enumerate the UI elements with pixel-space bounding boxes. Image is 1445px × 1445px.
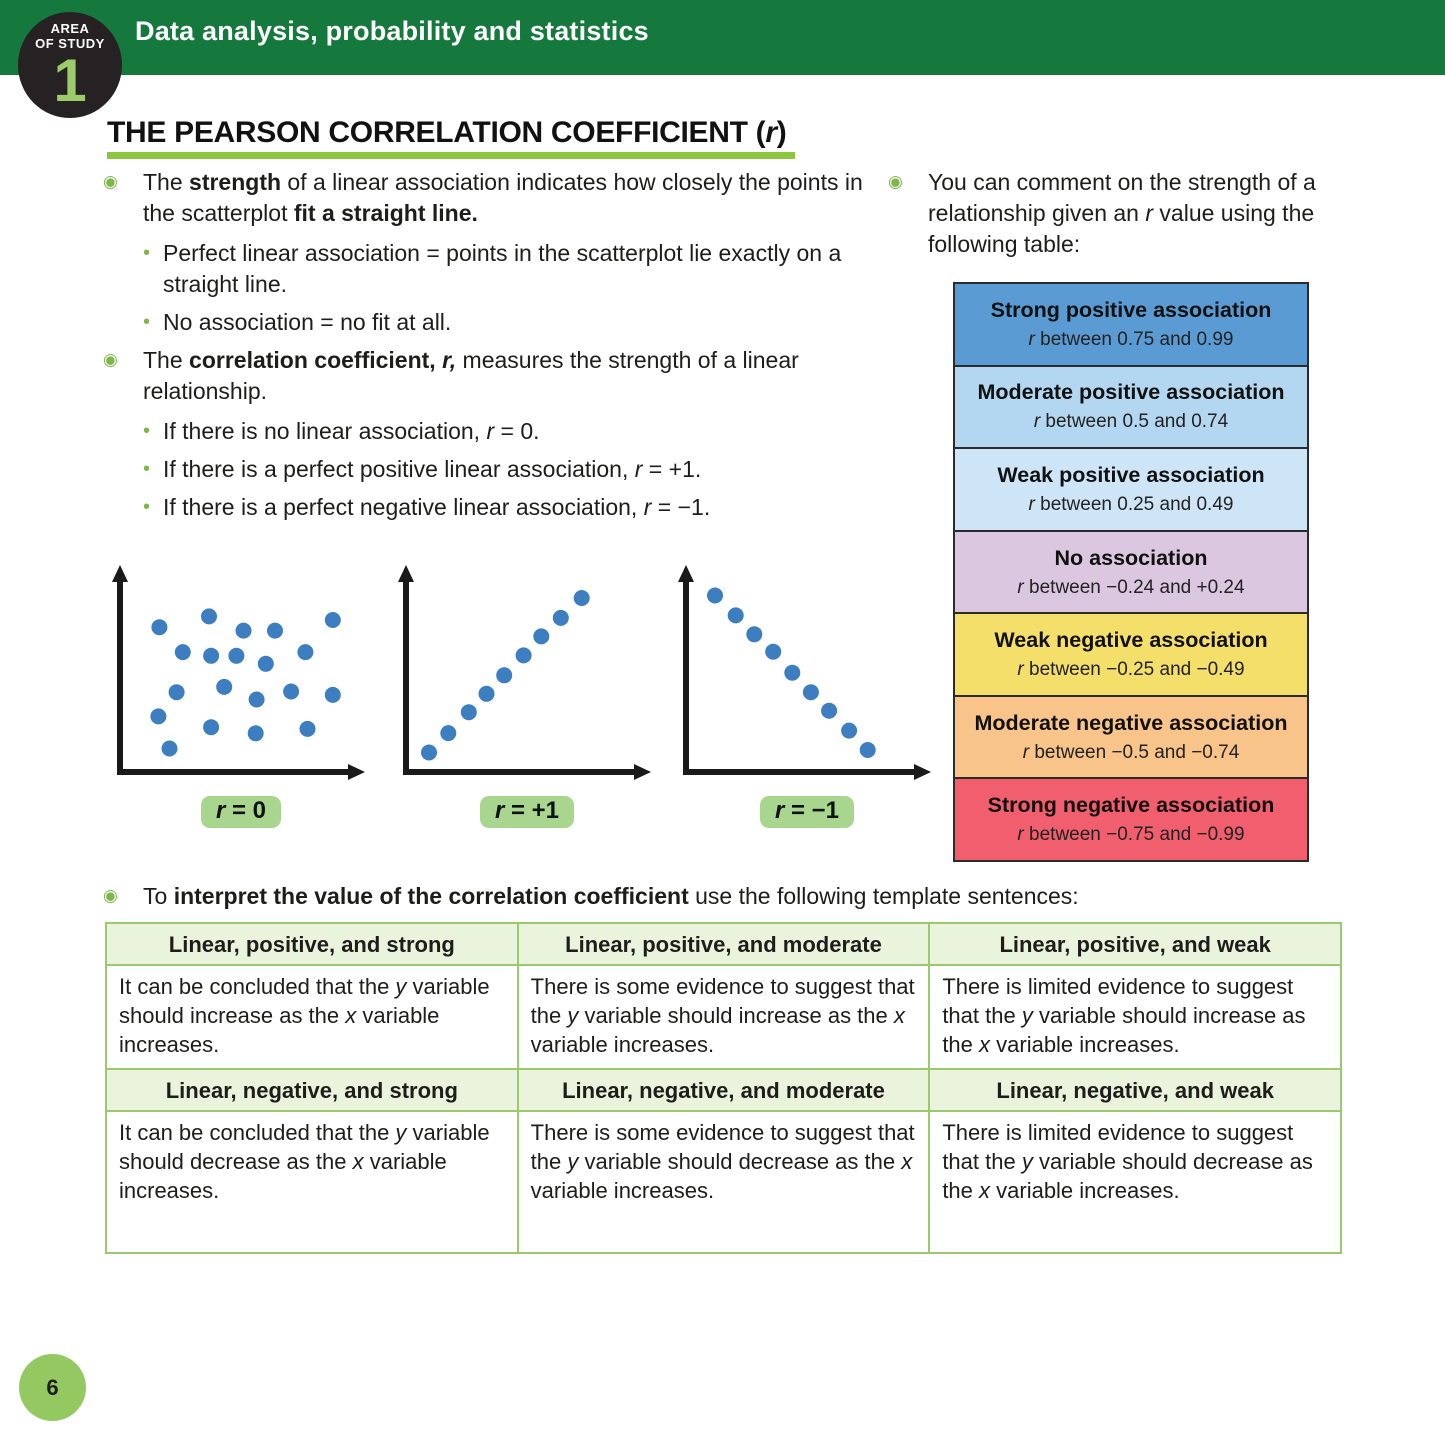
y-axis-arrow-icon bbox=[398, 565, 414, 582]
bullet-icon: ◉ bbox=[103, 172, 118, 192]
page-number-badge: 6 bbox=[19, 1354, 86, 1421]
header-row-negative: Linear, negative, and strong Linear, neg… bbox=[105, 1068, 1342, 1112]
header-cell: Linear, negative, and moderate bbox=[516, 1068, 931, 1112]
strength-row-title: Moderate negative association bbox=[974, 710, 1288, 735]
header-cell: Linear, negative, and weak bbox=[928, 1068, 1342, 1112]
y-axis-arrow-icon bbox=[678, 565, 694, 582]
strength-row-no-association: No association r between −0.24 and +0.24 bbox=[955, 531, 1307, 615]
intro-section: ◉ The strength of a linear association i… bbox=[100, 167, 875, 530]
sub-bullet-icon: • bbox=[143, 311, 151, 333]
bullet-coefficient: ◉ The correlation coefficient, r, measur… bbox=[100, 345, 875, 407]
header-bar: Data analysis, probability and statistic… bbox=[0, 0, 1445, 75]
strength-row-strong-negative: Strong negative association r between −0… bbox=[955, 779, 1307, 861]
y-axis-arrow-icon bbox=[112, 565, 128, 582]
badge-line1: AREA bbox=[50, 20, 90, 36]
strength-row-range: r between −0.24 and +0.24 bbox=[1017, 576, 1245, 598]
header-cell: Linear, positive, and strong bbox=[105, 922, 519, 966]
scatterplot-rplus1-canvas bbox=[398, 565, 651, 780]
bullet-interpret: ◉ To interpret the value of the correlat… bbox=[100, 881, 1360, 912]
bullet-coefficient-text: The correlation coefficient, r, measures… bbox=[143, 347, 799, 404]
strength-row-moderate-positive: Moderate positive association r between … bbox=[955, 366, 1307, 450]
bullet-icon: ◉ bbox=[888, 172, 903, 192]
strength-row-range: r between −0.25 and −0.49 bbox=[1017, 659, 1245, 681]
sub-bullet-rminus1-text: If there is a perfect negative linear as… bbox=[163, 494, 711, 520]
scatter-dots bbox=[707, 587, 876, 758]
scatterplot-r0-canvas bbox=[112, 565, 365, 780]
bullet-comment: ◉ You can comment on the strength of a r… bbox=[885, 167, 1375, 260]
strength-row-strong-positive: Strong positive association r between 0.… bbox=[955, 284, 1307, 367]
body-row-negative: It can be concluded that the y variable … bbox=[105, 1110, 1342, 1254]
scatterplot-r0: r = 0 bbox=[106, 562, 376, 828]
strength-row-range: r between −0.75 and −0.99 bbox=[1017, 824, 1245, 846]
scatterplot-rminus1-canvas bbox=[678, 565, 931, 780]
strength-row-title: Strong negative association bbox=[987, 793, 1275, 818]
sub-bullet-icon: • bbox=[143, 420, 151, 442]
badge-number: 1 bbox=[53, 46, 87, 114]
sub-bullet-rplus1-text: If there is a perfect positive linear as… bbox=[163, 456, 702, 482]
header-title: Data analysis, probability and statistic… bbox=[135, 16, 649, 46]
strength-row-title: Moderate positive association bbox=[977, 380, 1285, 405]
x-axis-arrow-icon bbox=[634, 764, 651, 780]
strength-row-range: r between 0.75 and 0.99 bbox=[1028, 328, 1234, 350]
strength-row-weak-positive: Weak positive association r between 0.25… bbox=[955, 449, 1307, 532]
x-axis-arrow-icon bbox=[914, 764, 931, 780]
sub-bullet-none: • No association = no fit at all. bbox=[143, 307, 875, 338]
scatterplot-rminus1: r = −1 bbox=[672, 562, 942, 828]
bullet-comment-text: You can comment on the strength of a rel… bbox=[928, 169, 1316, 257]
sub-bullet-perfect: • Perfect linear association = points in… bbox=[143, 238, 875, 300]
strength-row-weak-negative: Weak negative association r between −0.2… bbox=[955, 614, 1307, 697]
strength-row-moderate-negative: Moderate negative association r between … bbox=[955, 696, 1307, 780]
scatter-dots bbox=[150, 608, 341, 757]
body-cell: There is some evidence to suggest that t… bbox=[516, 1110, 931, 1254]
sub-bullet-icon: • bbox=[143, 242, 151, 264]
strength-row-title: Strong positive association bbox=[990, 297, 1272, 322]
title-underline bbox=[107, 152, 795, 159]
sub-bullet-rplus1: • If there is a perfect positive linear … bbox=[143, 454, 875, 485]
strength-row-title: No association bbox=[1054, 545, 1208, 570]
scatterplot-rminus1-label: r = −1 bbox=[759, 796, 855, 828]
strength-comment-section: ◉ You can comment on the strength of a r… bbox=[885, 167, 1375, 862]
x-axis-arrow-icon bbox=[348, 764, 365, 780]
page-number: 6 bbox=[46, 1374, 59, 1400]
scatterplot-rplus1: r = +1 bbox=[392, 562, 662, 828]
sub-bullet-none-text: No association = no fit at all. bbox=[163, 309, 452, 335]
strength-row-range: r between −0.5 and −0.74 bbox=[1022, 741, 1240, 763]
strength-row-title: Weak negative association bbox=[994, 628, 1268, 653]
header-row-positive: Linear, positive, and strong Linear, pos… bbox=[105, 922, 1342, 966]
body-cell: There is limited evidence to suggest tha… bbox=[928, 1110, 1342, 1254]
header-cell: Linear, positive, and moderate bbox=[516, 922, 931, 966]
bullet-interpret-text: To interpret the value of the correlatio… bbox=[143, 883, 1079, 909]
body-cell: There is limited evidence to suggest tha… bbox=[928, 964, 1342, 1070]
sub-bullet-perfect-text: Perfect linear association = points in t… bbox=[163, 240, 842, 297]
sub-bullet-icon: • bbox=[143, 496, 151, 518]
strength-row-range: r between 0.5 and 0.74 bbox=[1033, 411, 1229, 433]
sub-bullet-icon: • bbox=[143, 458, 151, 480]
sub-bullet-r0: • If there is no linear association, r =… bbox=[143, 416, 875, 447]
body-cell: It can be concluded that the y variable … bbox=[105, 1110, 519, 1254]
body-cell: There is some evidence to suggest that t… bbox=[516, 964, 931, 1070]
header-cell: Linear, negative, and strong bbox=[105, 1068, 519, 1112]
page-title: THE PEARSON CORRELATION COEFFICIENT (r) bbox=[107, 116, 787, 149]
strength-row-title: Weak positive association bbox=[997, 462, 1265, 487]
sub-bullet-rminus1: • If there is a perfect negative linear … bbox=[143, 492, 875, 523]
body-cell: It can be concluded that the y variable … bbox=[105, 964, 519, 1070]
sub-bullet-r0-text: If there is no linear association, r = 0… bbox=[163, 418, 540, 444]
bullet-icon: ◉ bbox=[103, 886, 118, 906]
template-sentences-table: Linear, positive, and strong Linear, pos… bbox=[105, 922, 1342, 1254]
strength-association-table: Strong positive association r between 0.… bbox=[953, 282, 1309, 862]
scatterplot-r0-label: r = 0 bbox=[200, 796, 282, 828]
header-cell: Linear, positive, and weak bbox=[928, 922, 1342, 966]
strength-row-range: r between 0.25 and 0.49 bbox=[1028, 493, 1234, 515]
scatter-dots bbox=[421, 590, 590, 761]
interpret-section: ◉ To interpret the value of the correlat… bbox=[100, 881, 1360, 921]
body-row-positive: It can be concluded that the y variable … bbox=[105, 964, 1342, 1070]
bullet-icon: ◉ bbox=[103, 350, 118, 370]
area-of-study-badge: AREA OF STUDY 1 bbox=[18, 12, 122, 118]
bullet-strength-text: The strength of a linear association ind… bbox=[143, 169, 863, 226]
bullet-strength: ◉ The strength of a linear association i… bbox=[100, 167, 875, 229]
badge-line2: OF STUDY bbox=[35, 35, 105, 51]
scatterplot-rplus1-label: r = +1 bbox=[479, 796, 575, 828]
